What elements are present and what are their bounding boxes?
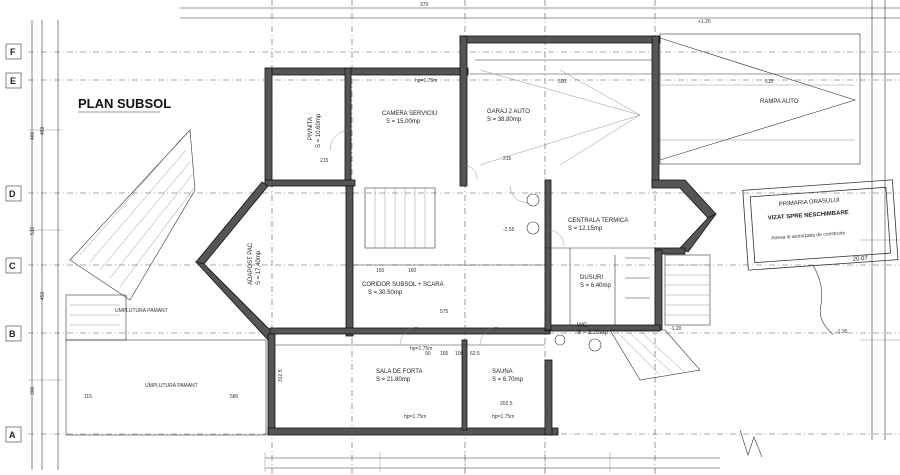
- svg-text:575: 575: [440, 309, 449, 315]
- plan-title: PLAN SUBSOL: [78, 96, 171, 111]
- height-marks: hp=1.75m hp=1.75m hp=1.75m hp=1.75m -2.5…: [404, 78, 515, 420]
- axis-marker-a: A: [5, 426, 22, 443]
- svg-text:ADAPOST PAC: ADAPOST PAC: [248, 242, 254, 285]
- svg-text:PRIMARIA ORASULUI: PRIMARIA ORASULUI: [779, 198, 841, 208]
- svg-text:Anexa la autorizatia de constr: Anexa la autorizatia de construire: [771, 230, 846, 241]
- interior-dimensions: 215 215 160 150 575 312.5 202.5 90 165 1…: [278, 156, 513, 407]
- svg-text:VIZAT SPRE NESCHIMBARE: VIZAT SPRE NESCHIMBARE: [768, 210, 849, 222]
- left-dimension-chain: 400 490 510 450 300: [28, 20, 62, 470]
- svg-text:202.5: 202.5: [500, 401, 513, 407]
- svg-text:CORIDOR SUBSOL + SCARA: CORIDOR SUBSOL + SCARA: [362, 282, 444, 288]
- svg-text:S = 6.70mp: S = 6.70mp: [492, 377, 524, 383]
- svg-text:UMPLUTURA PAMANT: UMPLUTURA PAMANT: [115, 308, 168, 314]
- svg-text:150: 150: [376, 268, 385, 274]
- room-coridor: CORIDOR SUBSOL + SCARA S = 30.50mp: [362, 282, 444, 296]
- svg-text:400: 400: [30, 131, 36, 140]
- svg-text:SALA DE FORTA: SALA DE FORTA: [376, 369, 422, 375]
- svg-text:S = 3.25mp: S = 3.25mp: [577, 330, 609, 336]
- svg-text:580: 580: [230, 394, 239, 400]
- svg-text:160: 160: [408, 268, 417, 274]
- approval-stamp: PRIMARIA ORASULUI VIZAT SPRE NESCHIMBARE…: [742, 179, 899, 335]
- svg-text:A: A: [9, 430, 16, 440]
- svg-text:500: 500: [558, 79, 567, 85]
- svg-text:-2.55: -2.55: [503, 227, 515, 233]
- svg-text:hp=1.75m: hp=1.75m: [404, 414, 426, 420]
- svg-text:S = 30.50mp: S = 30.50mp: [368, 290, 403, 296]
- svg-text:450: 450: [40, 291, 46, 300]
- axis-marker-c: C: [5, 257, 22, 274]
- svg-text:-1.20: -1.20: [670, 326, 682, 332]
- left-exterior-stairs: UMPLUTURA PAMANT UMPLUTURA PAMANT: [65, 129, 267, 436]
- car-ramp: RAMPA AUTO +1.20: [659, 19, 861, 165]
- svg-text:S = 21.80mp: S = 21.80mp: [376, 377, 411, 383]
- svg-text:S = 38.80mp: S = 38.80mp: [487, 117, 522, 123]
- axis-marker-e: E: [5, 72, 22, 89]
- svg-text:20.07: 20.07: [853, 256, 869, 263]
- svg-text:515: 515: [765, 79, 774, 85]
- svg-text:115: 115: [84, 394, 92, 400]
- svg-text:510: 510: [30, 226, 36, 235]
- axis-markers: F E D C B A: [5, 43, 22, 443]
- svg-text:165: 165: [440, 351, 449, 357]
- corner-mark: [739, 429, 763, 458]
- svg-text:490: 490: [40, 126, 46, 135]
- svg-text:312.5: 312.5: [278, 369, 284, 382]
- exterior-walls: [194, 35, 717, 436]
- room-centrala-termica: CENTRALA TERMICA S = 12.15mp: [568, 218, 628, 232]
- room-camera-serviciu: CAMERA SERVICIU S = 15.00mp: [382, 111, 437, 125]
- svg-text:PIVNITA: PIVNITA: [308, 117, 314, 140]
- svg-text:-1.30: -1.30: [836, 329, 848, 335]
- svg-text:DUSURI: DUSURI: [580, 275, 603, 281]
- svg-text:C: C: [9, 261, 16, 271]
- svg-text:S = 6.40mp: S = 6.40mp: [580, 283, 612, 289]
- room-wc: WC S = 3.25mp: [577, 323, 609, 336]
- svg-text:S = 10.60mp: S = 10.60mp: [316, 113, 322, 148]
- svg-text:WC: WC: [577, 323, 588, 329]
- fill-label: UMPLUTURA PAMANT: [145, 383, 198, 389]
- svg-text:hp=1.75m: hp=1.75m: [492, 414, 514, 420]
- svg-text:370: 370: [420, 2, 429, 8]
- svg-text:hp=1.75m: hp=1.75m: [410, 346, 432, 352]
- room-adapost: ADAPOST PAC S = 17.40mp: [248, 242, 262, 285]
- svg-text:CAMERA SERVICIU: CAMERA SERVICIU: [382, 111, 437, 117]
- right-exterior-stairs: -1.30 -1.20: [609, 254, 848, 381]
- room-dusuri: DUSURI S = 6.40mp: [580, 275, 612, 289]
- right-dimension-chain: [860, 0, 900, 440]
- svg-text:62.5: 62.5: [470, 351, 480, 357]
- room-sala-forta: SALA DE FORTA S = 21.80mp: [376, 369, 422, 383]
- svg-text:D: D: [9, 189, 16, 199]
- top-dimension-chain: 515 500 370: [180, 2, 900, 85]
- svg-text:B: B: [9, 329, 16, 339]
- svg-text:F: F: [10, 47, 16, 57]
- svg-text:S = 17.40mp: S = 17.40mp: [256, 250, 262, 285]
- room-pivnita: PIVNITA S = 10.60mp: [308, 113, 322, 148]
- interior-partitions: [275, 129, 655, 352]
- svg-text:SAUNA: SAUNA: [492, 369, 513, 375]
- svg-text:100: 100: [455, 351, 464, 357]
- svg-text:GARAJ 2 AUTO: GARAJ 2 AUTO: [487, 109, 530, 115]
- room-labels: CAMERA SERVICIU S = 15.00mp PIVNITA S = …: [248, 111, 628, 383]
- svg-text:CENTRALA TERMICA: CENTRALA TERMICA: [568, 218, 628, 224]
- garage-room: GARAJ 2 AUTO S = 38.80mp: [475, 59, 656, 175]
- room-sauna: SAUNA S = 6.70mp: [492, 369, 524, 383]
- svg-text:300: 300: [30, 386, 36, 395]
- svg-text:S = 12.15mp: S = 12.15mp: [568, 226, 603, 232]
- axis-marker-b: B: [5, 325, 22, 342]
- svg-text:+1.20: +1.20: [698, 19, 711, 25]
- svg-text:215: 215: [503, 156, 512, 162]
- svg-text:215: 215: [320, 158, 329, 164]
- bottom-dimension-chain: 580 115: [84, 394, 720, 472]
- ramp-label: RAMPA AUTO: [760, 99, 799, 105]
- axis-marker-f: F: [5, 43, 22, 60]
- svg-text:hp=1.75m: hp=1.75m: [415, 78, 437, 84]
- svg-text:E: E: [10, 76, 16, 86]
- svg-text:90: 90: [425, 351, 431, 357]
- svg-text:S = 15.00mp: S = 15.00mp: [386, 119, 421, 125]
- axis-marker-d: D: [5, 185, 22, 202]
